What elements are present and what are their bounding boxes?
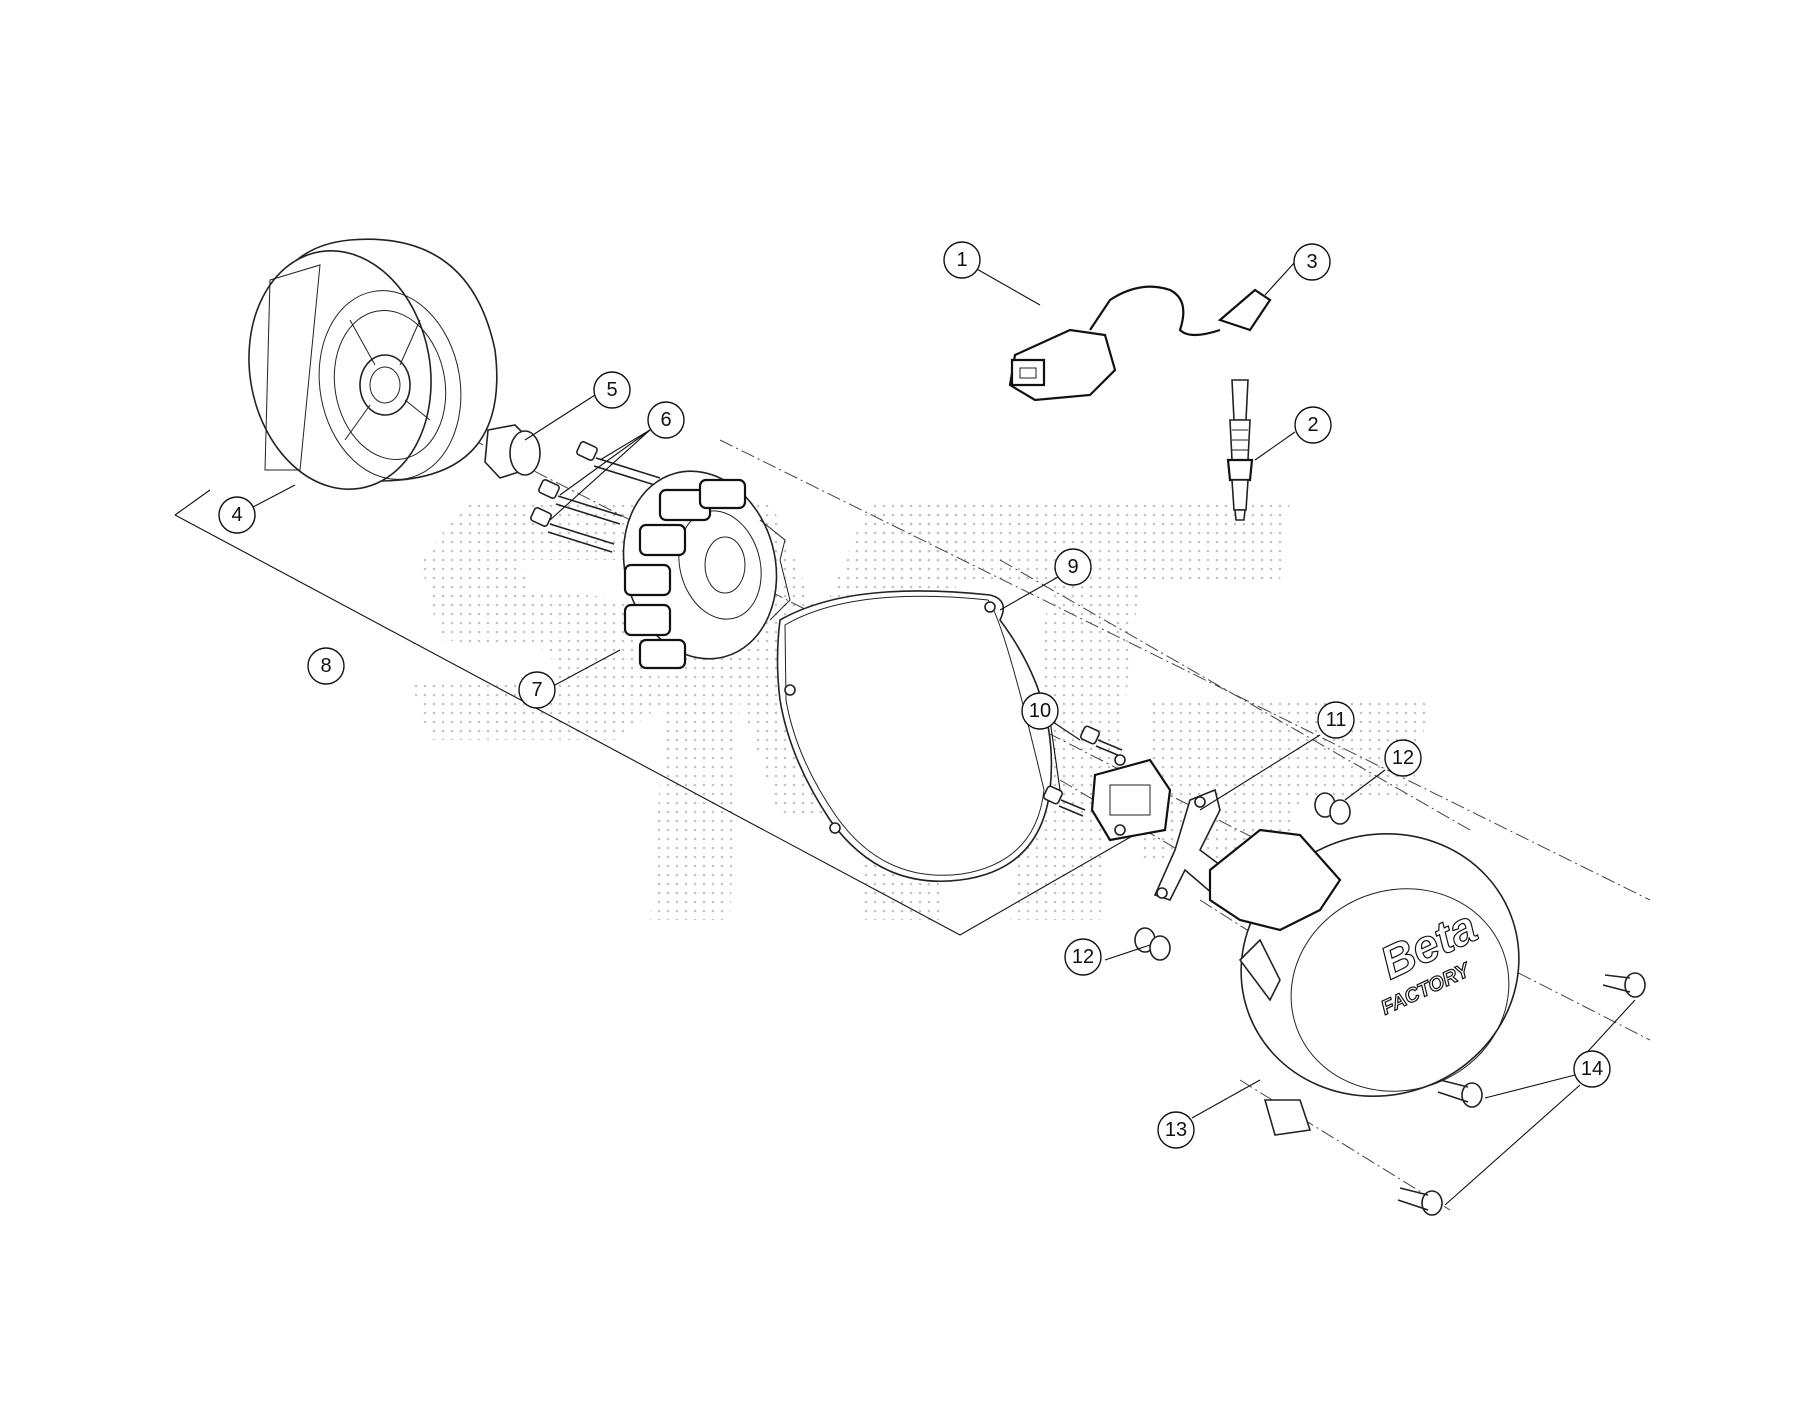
svg-text:11: 11 [1326,709,1347,731]
stator-screws [530,441,660,552]
callout-12-top: 12 [1384,739,1422,777]
svg-text:10: 10 [1029,700,1051,722]
pickup-bolts [1043,725,1122,816]
svg-text:1: 1 [956,249,967,271]
flywheel-nut [485,425,540,478]
callout-9: 9 [1054,548,1092,586]
svg-text:3: 3 [1306,251,1317,273]
callout-8: 8 [307,647,345,685]
callout-6: 6 [647,401,685,439]
gasket [778,591,1052,881]
svg-text:5: 5 [606,379,617,401]
ignition-cover: Beta FACTORY [1204,795,1556,1135]
svg-text:13: 13 [1165,1119,1187,1141]
callout-11: 11 [1317,701,1355,739]
svg-text:4: 4 [231,504,242,526]
callout-1: 1 [943,241,981,279]
callout-10: 10 [1021,692,1059,730]
callout-4: 4 [218,496,256,534]
svg-text:12: 12 [1392,747,1414,769]
svg-text:2: 2 [1307,414,1318,436]
pickup-sensor [1092,755,1170,840]
watermark-letter-t [890,500,1290,920]
callout-14: 14 [1573,1050,1611,1088]
svg-text:14: 14 [1581,1058,1603,1080]
svg-text:7: 7 [531,679,542,701]
callout-13: 13 [1157,1111,1195,1149]
callout-2: 2 [1294,406,1332,444]
spark-plug [1228,380,1252,520]
svg-text:8: 8 [320,655,331,677]
callout-5: 5 [593,371,631,409]
stator [603,454,797,676]
svg-text:12: 12 [1072,946,1094,968]
svg-text:9: 9 [1067,556,1078,578]
callout-3: 3 [1293,243,1331,281]
leader-lines [252,261,1636,1206]
callout-7: 7 [518,671,556,709]
callouts: 1 2 3 4 5 6 7 8 [218,241,1611,1149]
flywheel [231,236,497,504]
svg-text:6: 6 [660,409,671,431]
cover-screws [1398,973,1645,1215]
callout-12-bottom: 12 [1064,938,1102,976]
ignition-coil [1010,287,1270,400]
dowel-pins [1135,793,1350,960]
watermark-letter-s [410,500,665,740]
